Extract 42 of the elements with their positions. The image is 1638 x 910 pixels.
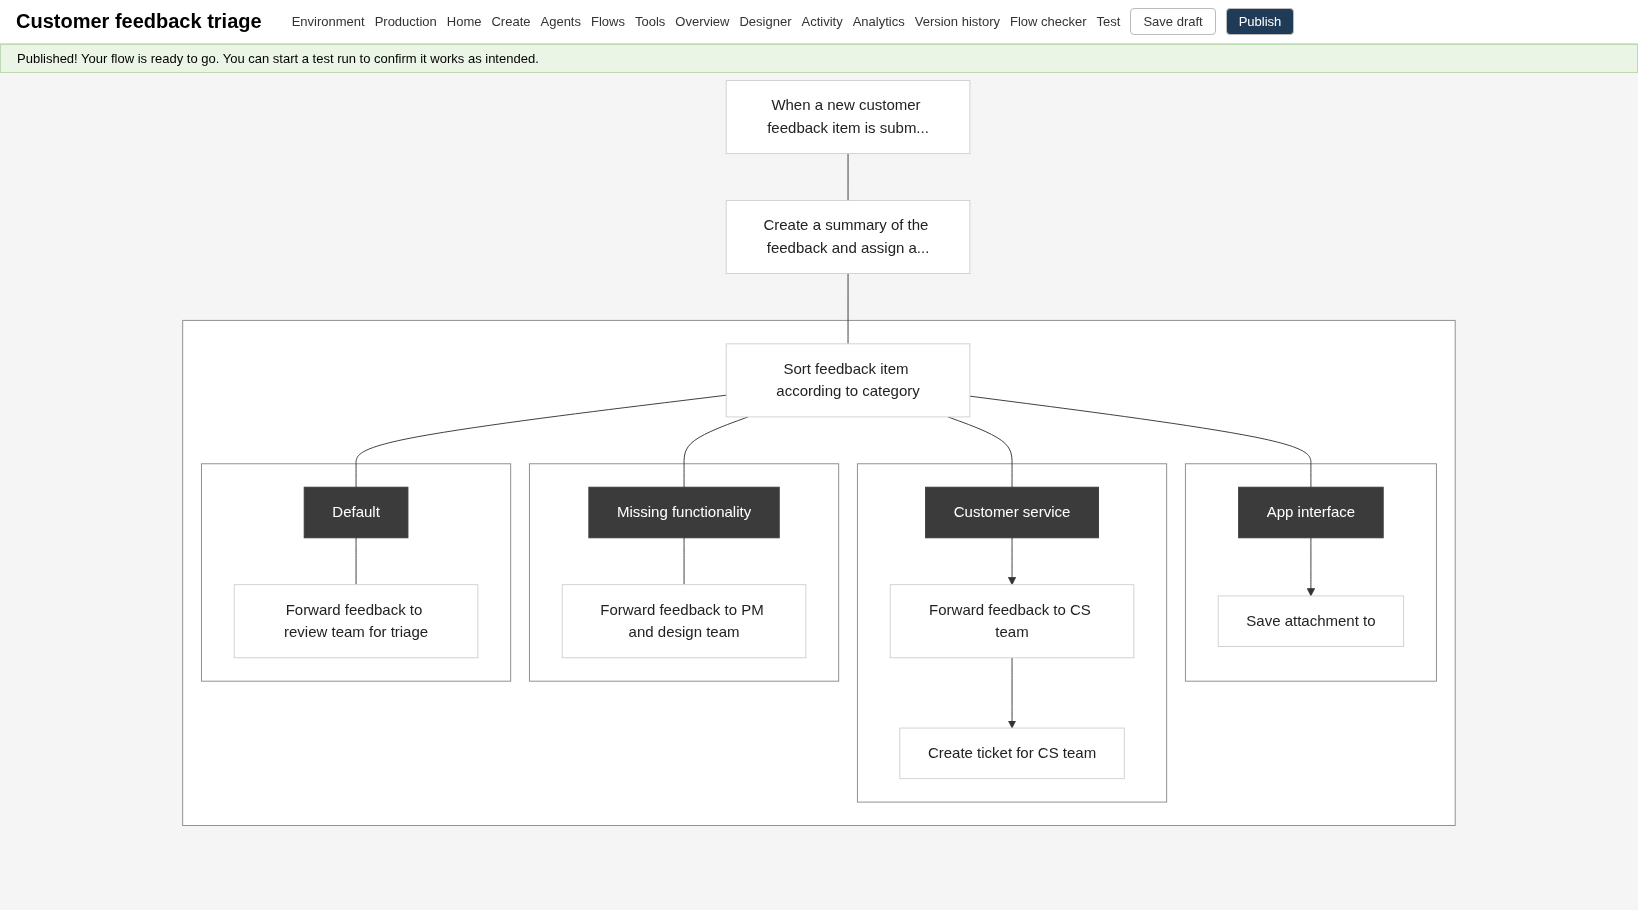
connector: [683, 416, 749, 488]
node-box: When a new customer feedback item is subm...: [725, 80, 971, 155]
node-box: Forward feedback to review team for triage: [233, 584, 479, 659]
nav-label: Agents: [540, 14, 581, 29]
toolbar-button: Publish: [1225, 8, 1295, 35]
nav-label: Environment: [291, 14, 365, 29]
nav-label: Activity: [801, 14, 843, 29]
cluster: [529, 463, 840, 682]
toolbar-button: Save draft: [1130, 8, 1216, 35]
node-box: Create ticket for CS team: [899, 727, 1125, 780]
node-box: Forward feedback to CS team: [889, 584, 1135, 659]
connector: [355, 537, 357, 586]
page-title: Customer feedback triage: [16, 10, 262, 33]
nav-label: Create: [491, 14, 531, 29]
nav-label: Designer: [739, 14, 792, 29]
nav-label: Production: [374, 14, 437, 29]
nav-label: Home: [446, 14, 482, 29]
connector: [355, 394, 727, 488]
cluster: [857, 463, 1168, 803]
nav-label: Analytics: [852, 14, 905, 29]
nav-label: Flow checker: [1010, 14, 1087, 29]
connector: [847, 273, 849, 345]
node-box: Create a summary of the feedback and assign a...: [725, 200, 971, 274]
node-box: App interface: [1238, 486, 1384, 539]
nav-label: Test: [1096, 14, 1121, 29]
cluster: [182, 319, 1456, 826]
cluster: [201, 463, 512, 682]
connector: [969, 395, 1312, 488]
node-box: Save attachment to: [1217, 595, 1405, 647]
cluster: [1185, 463, 1437, 682]
node-box: Missing functionality: [588, 486, 780, 539]
nav-label: Tools: [634, 14, 666, 29]
connector: [683, 537, 685, 586]
connector: [947, 416, 1013, 488]
node-box: Forward feedback to PM and design team: [561, 584, 807, 659]
node-box: Customer service: [925, 486, 1099, 539]
nav-label: Version history: [914, 14, 1000, 29]
nav-label: Overview: [675, 14, 730, 29]
node-box: Default: [303, 486, 409, 539]
status-message: Published! Your flow is ready to go. You can start a test run to confirm it works as intended.: [17, 51, 539, 66]
node-box: Sort feedback item according to category: [725, 343, 971, 418]
nav-label: Flows: [591, 14, 625, 29]
